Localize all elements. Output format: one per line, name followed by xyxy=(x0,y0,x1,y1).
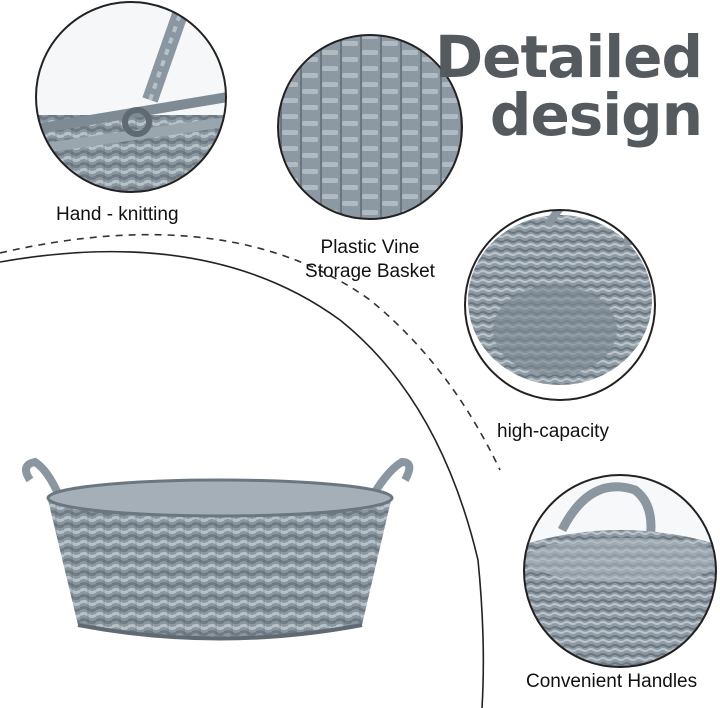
caption-high-capacity: high-capacity xyxy=(497,421,609,442)
basket-image xyxy=(22,457,414,641)
caption-hand-knitting: Hand - knitting xyxy=(56,204,179,225)
solid-arc xyxy=(0,250,485,708)
convenient-handles-detail xyxy=(523,474,717,668)
headline-line-1: Detailed xyxy=(435,23,703,91)
plastic-vine-detail xyxy=(277,34,463,220)
high-capacity-detail xyxy=(464,209,656,401)
headline: Detailed design xyxy=(435,23,703,149)
dashed-arc xyxy=(0,233,501,471)
caption-convenient-handles: Convenient Handles xyxy=(526,671,698,692)
headline-line-2: design xyxy=(489,81,703,149)
caption-plastic-vine-line-2: Storage Basket xyxy=(305,261,435,282)
caption-plastic-vine: Plastic Vine Storage Basket xyxy=(294,236,446,284)
hand-knitting-detail xyxy=(35,1,227,193)
caption-plastic-vine-line-1: Plastic Vine xyxy=(320,237,420,258)
